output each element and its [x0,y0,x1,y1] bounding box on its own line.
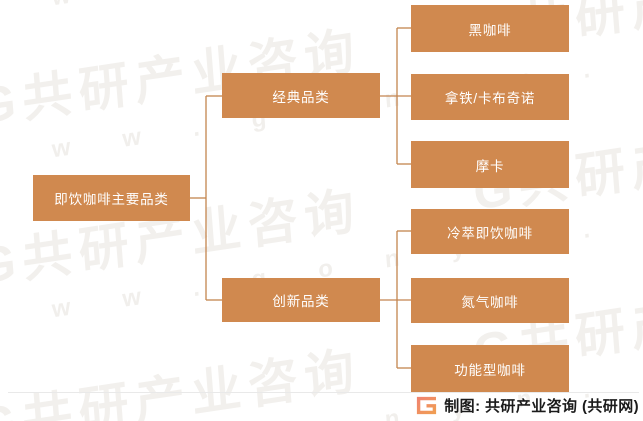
root-node-rtd-coffee-categories: 即饮咖啡主要品类 [33,175,190,221]
leaf-node-cold-brew-rtd-coffee: 冷萃即饮咖啡 [411,209,569,254]
gonyn-g-logo-icon [417,396,437,415]
leaf-node-label: 氮气咖啡 [461,294,519,310]
leaf-node-functional-coffee: 功能型咖啡 [411,345,569,392]
footer-credit: 制图: 共研产业咨询 (共研网) [416,395,639,416]
branch-node-classic-category: 经典品类 [222,73,380,118]
leaf-node-label: 功能型咖啡 [454,362,526,378]
footer-divider [8,392,639,393]
root-node-label: 即饮咖啡主要品类 [54,192,169,207]
credit-text: 制图: 共研产业咨询 (共研网) [444,398,639,415]
leaf-node-label: 黑咖啡 [468,22,512,38]
leaf-node-latte-cappuccino: 拿铁/卡布奇诺 [411,74,569,120]
branch-node-label: 经典品类 [272,89,330,105]
branch-node-innovative-category: 创新品类 [222,278,380,322]
branch-node-label: 创新品类 [272,294,330,309]
leaf-node-mocha: 摩卡 [411,141,569,188]
leaf-node-label: 摩卡 [475,158,505,174]
leaf-node-label: 拿铁/卡布奇诺 [444,91,536,106]
leaf-node-label: 冷萃即饮咖啡 [447,225,533,241]
leaf-node-nitro-coffee: 氮气咖啡 [411,278,569,323]
leaf-node-black-coffee: 黑咖啡 [411,5,569,52]
